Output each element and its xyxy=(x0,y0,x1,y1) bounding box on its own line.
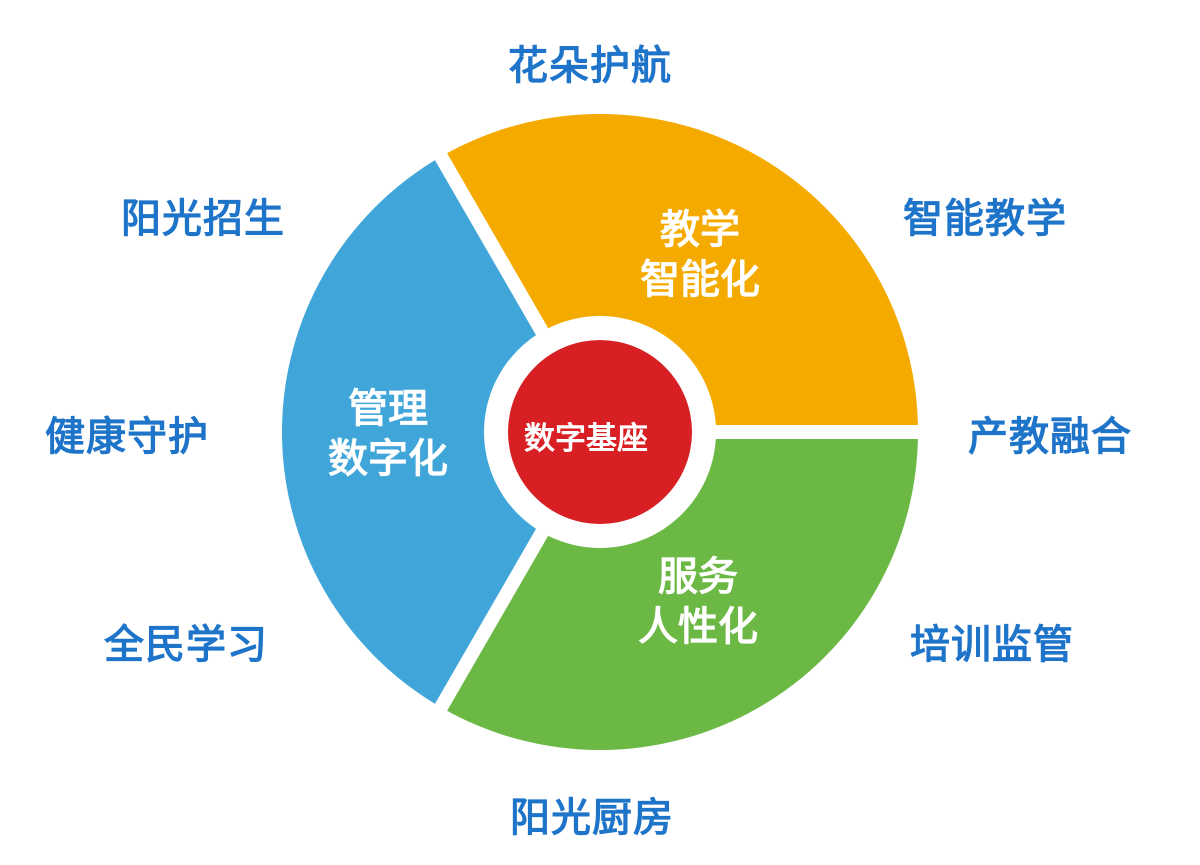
segment-label-line2: 数字化 xyxy=(328,436,448,482)
outer-label: 产教融合 xyxy=(968,414,1132,460)
segment-label-teaching: 教学 智能化 xyxy=(640,205,760,305)
segment-label-line1: 服务 xyxy=(658,554,738,600)
outer-label: 全民学习 xyxy=(104,622,268,668)
segment-label-management: 管理 数字化 xyxy=(328,384,448,484)
outer-label: 花朵护航 xyxy=(508,43,672,89)
segment-label-service: 服务 人性化 xyxy=(638,552,758,652)
segment-label-line2: 人性化 xyxy=(638,604,758,650)
outer-label: 阳光招生 xyxy=(121,196,285,242)
outer-label: 培训监管 xyxy=(910,622,1074,668)
center-label: 数字基座 xyxy=(524,421,648,457)
outer-label: 健康守护 xyxy=(45,414,209,460)
segment-label-line2: 智能化 xyxy=(640,257,760,303)
outer-label: 智能教学 xyxy=(903,196,1067,242)
center-circle xyxy=(508,340,692,524)
segment-label-line1: 教学 xyxy=(660,207,740,253)
segment-label-line1: 管理 xyxy=(348,386,428,432)
outer-label: 阳光厨房 xyxy=(510,795,674,841)
